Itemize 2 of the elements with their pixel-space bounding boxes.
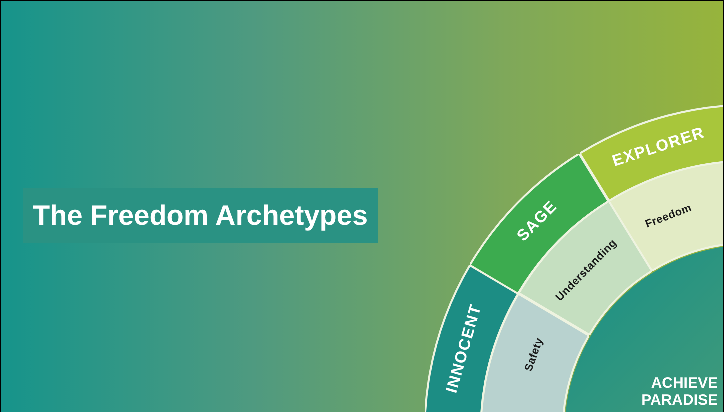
title-banner: The Freedom Archetypes: [23, 188, 378, 243]
center-title: ACHIEVE PARADISE: [640, 374, 718, 409]
